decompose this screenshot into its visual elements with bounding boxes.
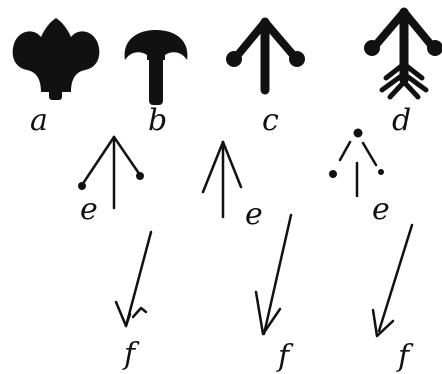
- label-d: d: [392, 106, 411, 136]
- label-a: a: [30, 106, 48, 136]
- figure-e3-dotted-arrow: [329, 129, 384, 197]
- label-b: b: [148, 106, 167, 136]
- figure-e2-thin-arrow: [203, 142, 241, 217]
- label-f1: f: [124, 340, 135, 370]
- label-c: c: [262, 106, 279, 136]
- figure-c-knobbed-arrow: [226, 22, 305, 90]
- figure-b-rounded-arrowhead: [125, 30, 188, 105]
- label-e1: e: [80, 195, 98, 225]
- figure-f2-slanted-arrow: [256, 215, 291, 334]
- label-e2: e: [245, 200, 263, 230]
- figure-a-heart-arrowhead: [13, 18, 100, 100]
- label-f3: f: [398, 342, 409, 372]
- figure-f1-slanted-arrow: [116, 232, 151, 326]
- figure-d-forked-arrow: [364, 12, 442, 97]
- figure-f3-slanted-arrow: [373, 225, 412, 336]
- label-f2: f: [278, 342, 289, 372]
- label-e3: e: [372, 195, 390, 225]
